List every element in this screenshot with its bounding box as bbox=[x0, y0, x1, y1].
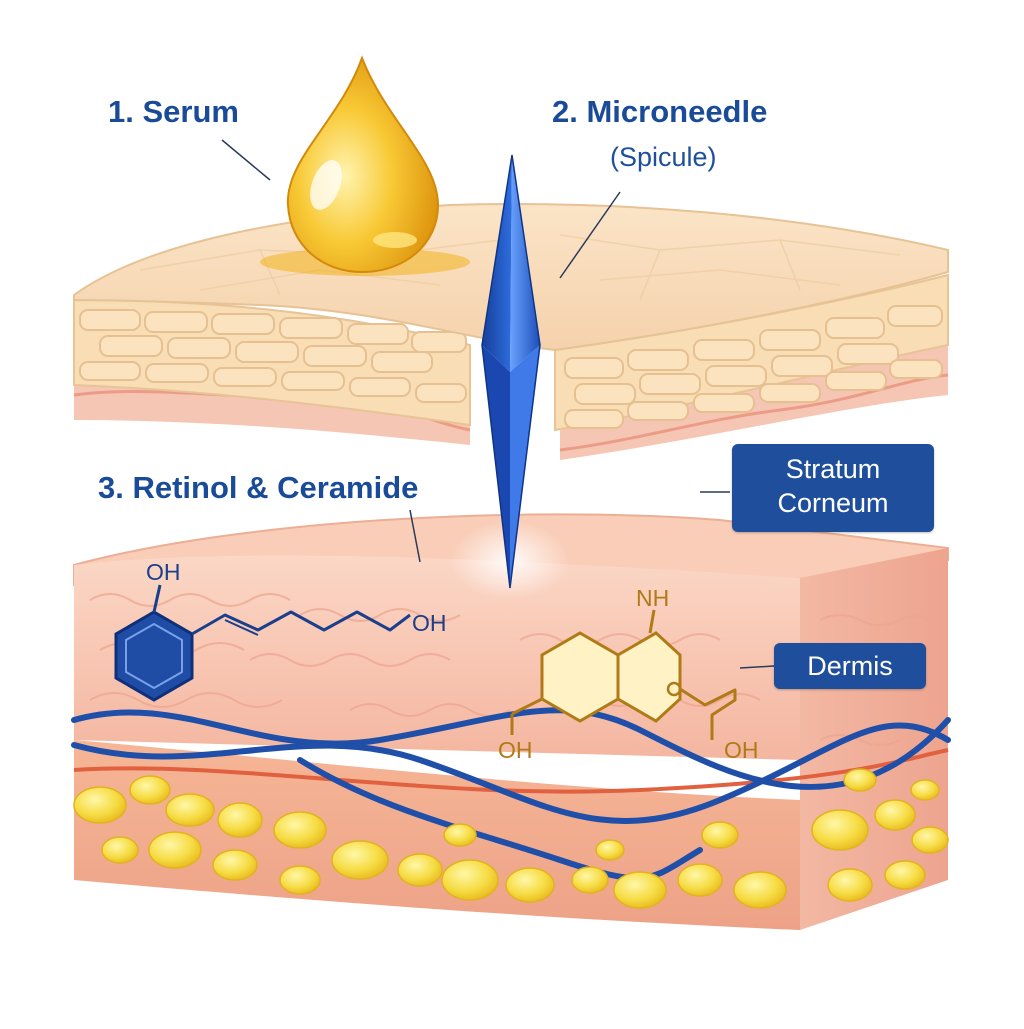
stratum-corneum-line2: Corneum bbox=[777, 488, 889, 518]
dermis-tag-label: Dermis bbox=[807, 651, 893, 681]
ceramide-oh-right: OH bbox=[724, 737, 759, 763]
microneedle-label: 2. Microneedle bbox=[552, 94, 768, 129]
epidermis-block bbox=[73, 203, 949, 460]
microneedle-sublabel: (Spicule) bbox=[610, 142, 717, 172]
retinol-ceramide-label: 3. Retinol & Ceramide bbox=[98, 470, 419, 505]
retinol-oh-end: OH bbox=[412, 610, 447, 636]
stratum-corneum-line1: Stratum bbox=[785, 454, 881, 484]
microneedle-icon bbox=[450, 154, 570, 600]
dermis-tag: Dermis bbox=[774, 643, 926, 689]
serum-label: 1. Serum bbox=[108, 94, 239, 129]
blood-vessels bbox=[71, 707, 951, 882]
serum-droplet-icon bbox=[260, 55, 470, 276]
fat-cells bbox=[73, 768, 949, 909]
retinol-oh-top: OH bbox=[146, 559, 181, 585]
retinol-molecule: OH OH bbox=[114, 559, 447, 702]
leader-lines bbox=[221, 139, 775, 669]
ceramide-oh-left: OH bbox=[498, 737, 533, 763]
cell-bricks bbox=[79, 305, 943, 429]
ceramide-molecule: NH OH OH bbox=[498, 585, 759, 763]
stratum-corneum-tag: Stratum Corneum bbox=[732, 444, 934, 532]
ceramide-nh: NH bbox=[636, 585, 669, 611]
